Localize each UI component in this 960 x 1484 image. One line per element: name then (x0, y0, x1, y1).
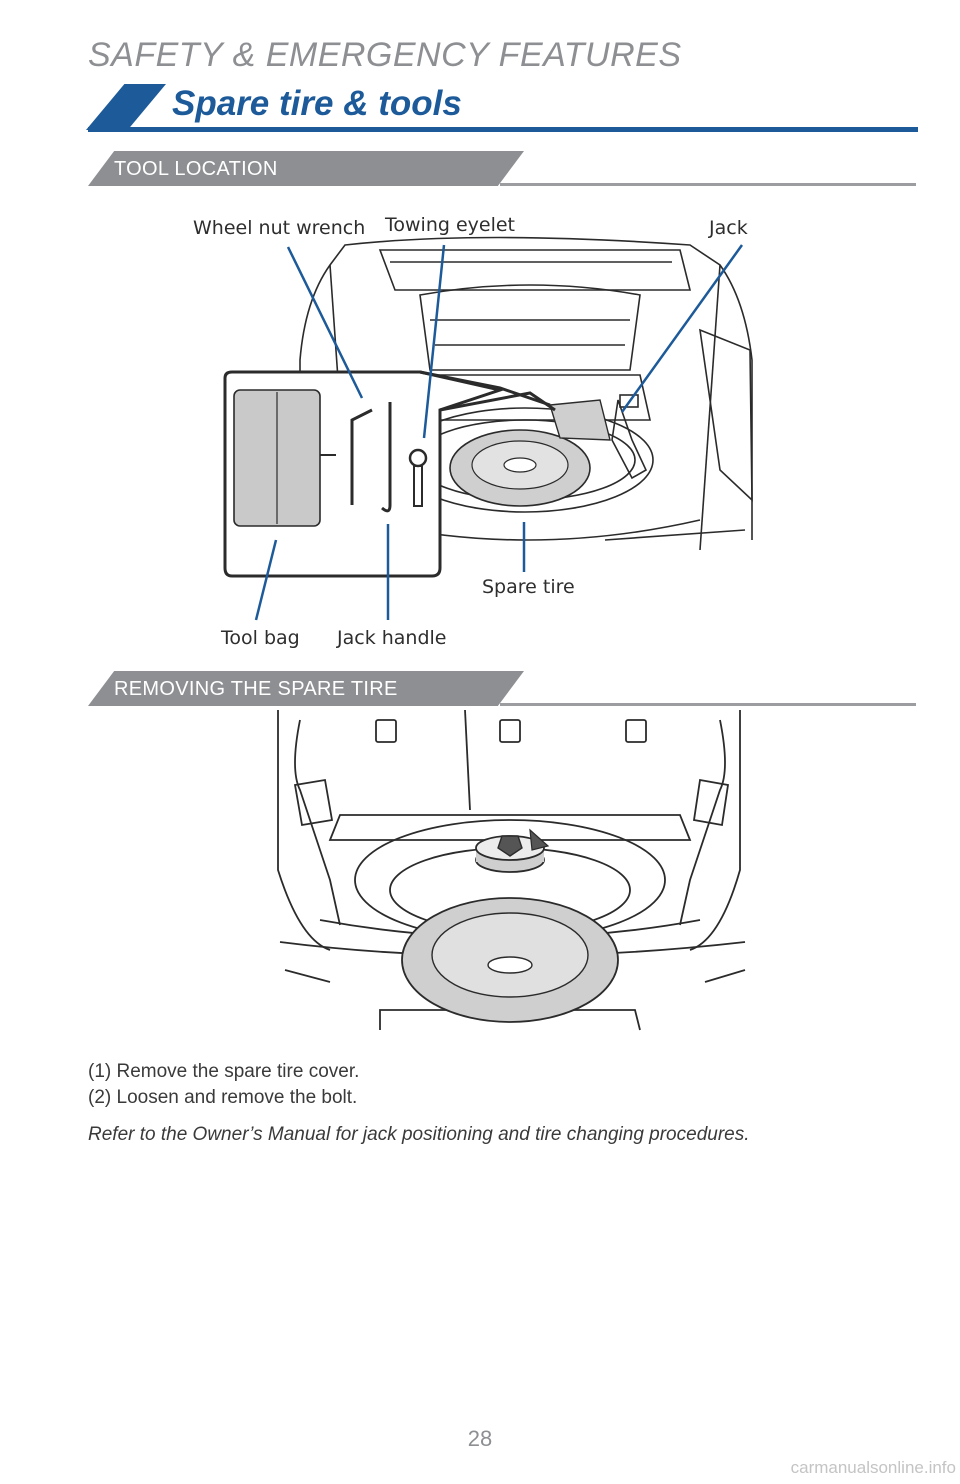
callout-lines (254, 244, 744, 621)
spare-tire-drawing (449, 429, 591, 507)
jack-handle-drawing (381, 402, 392, 513)
page-title: Spare tire & tools (172, 84, 462, 123)
label-spare-tire: Spare tire (482, 576, 575, 598)
wheel-nut-wrench-drawing (350, 408, 373, 505)
bolt-with-rotation-arrow (475, 828, 550, 873)
removing-band (88, 671, 524, 706)
tool-location-rule (500, 183, 916, 186)
step-2: (2) Loosen and remove the bolt. (88, 1087, 358, 1108)
label-tool-bag: Tool bag (221, 627, 300, 649)
page-number: 28 (467, 1426, 493, 1451)
tool-location-illustration (223, 236, 753, 621)
label-wheel-nut-wrench: Wheel nut wrench (193, 217, 366, 239)
label-jack-handle: Jack handle (337, 627, 447, 649)
label-towing-eyelet: Towing eyelet (385, 214, 516, 236)
removing-heading: REMOVING THE SPARE TIRE (114, 678, 398, 700)
tool-location-heading: TOOL LOCATION (114, 158, 278, 180)
removed-spare-tire (401, 897, 619, 1023)
removing-rule (500, 703, 916, 706)
watermark: carmanualsonline.info (790, 1458, 956, 1477)
manual-note: Refer to the Owner’s Manual for jack pos… (88, 1124, 750, 1145)
section-title: SAFETY & EMERGENCY FEATURES (88, 36, 682, 74)
tools-inset (223, 370, 556, 578)
title-rule (88, 127, 918, 132)
towing-eyelet-drawing (408, 448, 428, 507)
removing-illustration (277, 710, 746, 1031)
step-1: (1) Remove the spare tire cover. (88, 1061, 360, 1082)
label-jack: Jack (709, 217, 748, 239)
tool-location-band (88, 151, 524, 186)
